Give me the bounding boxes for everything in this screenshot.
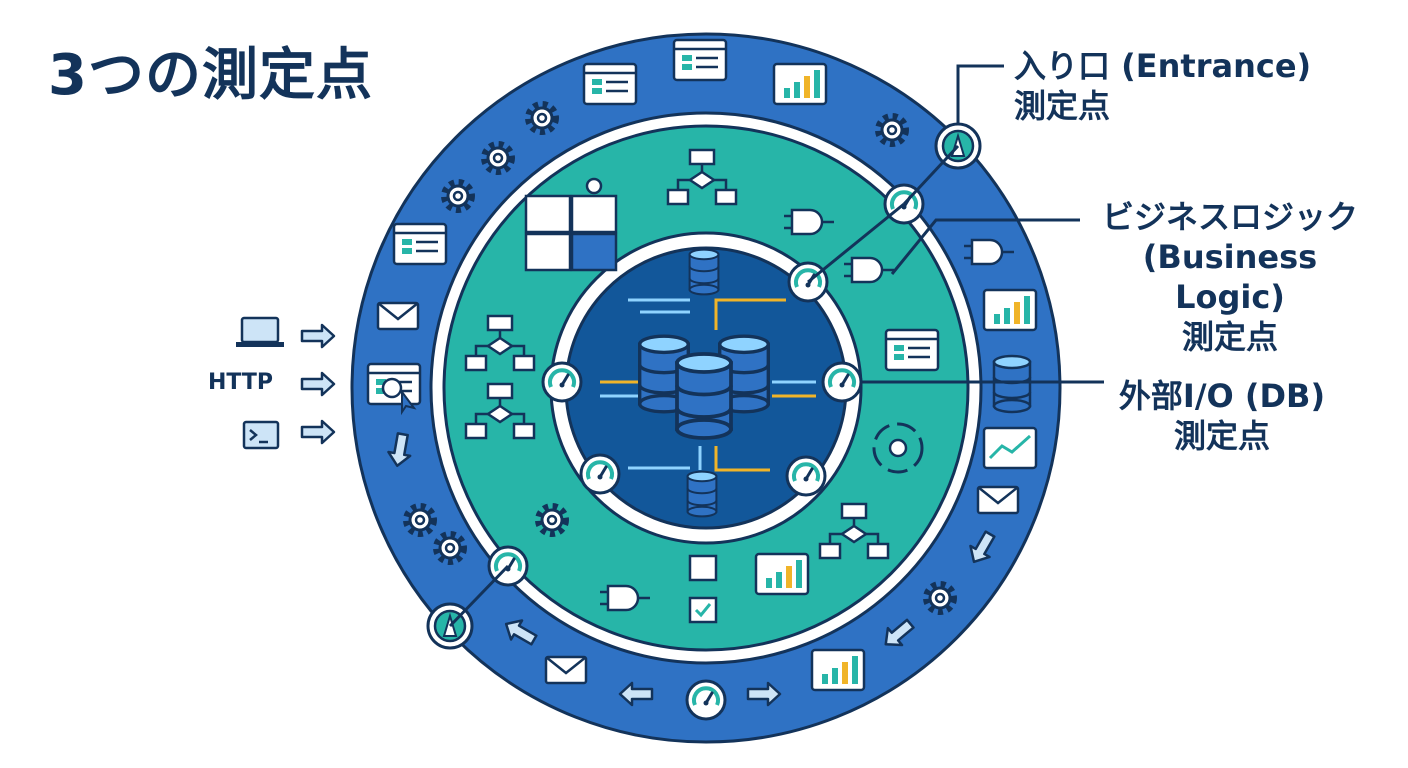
- browser-window-icon: [672, 38, 728, 82]
- gauge-icon: [785, 455, 827, 497]
- callout-business-line1: ビジネスロジック: [1101, 198, 1358, 236]
- callout-entrance-line1: 入り口 (Entrance): [1014, 47, 1312, 85]
- database-icon: [686, 470, 718, 518]
- gauge-icon: [821, 361, 863, 403]
- input-arrow-icon: [300, 419, 336, 445]
- line-chart-icon: [982, 426, 1038, 470]
- database-icon: [992, 354, 1032, 414]
- callout-line-entrance: [956, 64, 1004, 124]
- callout-line-entrance: [902, 144, 960, 206]
- bar-chart-icon: [982, 288, 1038, 332]
- globe-cursor-icon: [366, 362, 422, 416]
- bar-chart-icon: [772, 62, 828, 106]
- callout-business-logic: ビジネスロジック (Business Logic) 測定点: [1090, 197, 1370, 357]
- callout-line-business: [807, 202, 905, 284]
- code-window-icon: [392, 222, 448, 266]
- connector-line: [448, 564, 510, 628]
- callout-external-line1: 外部I/O (DB): [1118, 377, 1326, 415]
- http-label: HTTP: [208, 370, 274, 395]
- browser-window-icon: [884, 328, 940, 372]
- input-arrow-icon: [300, 371, 336, 397]
- callout-line-business: [890, 218, 1080, 275]
- input-arrow-icon: [300, 323, 336, 349]
- mail-icon: [376, 301, 420, 331]
- terminal-icon: [242, 420, 280, 450]
- puzzle-icon: [524, 177, 618, 272]
- laptop-code-icon: [236, 316, 284, 347]
- gauge-icon: [685, 679, 727, 721]
- mail-icon: [544, 655, 588, 685]
- page-title: 3つの測定点: [48, 43, 373, 108]
- callout-business-line2: (Business Logic): [1142, 238, 1318, 316]
- checklist-icon: [688, 554, 718, 624]
- gauge-icon: [579, 453, 621, 495]
- callout-business-line3: 測定点: [1181, 318, 1278, 356]
- callout-external-io: 外部I/O (DB) 測定点: [1112, 376, 1332, 456]
- bar-chart-icon: [810, 648, 866, 692]
- database-icon: [688, 248, 720, 296]
- callout-entrance: 入り口 (Entrance) 測定点: [1014, 46, 1311, 126]
- callout-external-line2: 測定点: [1173, 417, 1270, 455]
- browser-window-icon: [582, 62, 638, 106]
- gauge-icon: [541, 361, 583, 403]
- database-icon: [675, 352, 733, 440]
- core-flow-lines: [600, 298, 816, 472]
- bar-chart-icon: [754, 552, 810, 596]
- refresh-icon: [872, 422, 924, 474]
- mail-icon: [976, 485, 1020, 515]
- callout-entrance-line2: 測定点: [1014, 87, 1111, 125]
